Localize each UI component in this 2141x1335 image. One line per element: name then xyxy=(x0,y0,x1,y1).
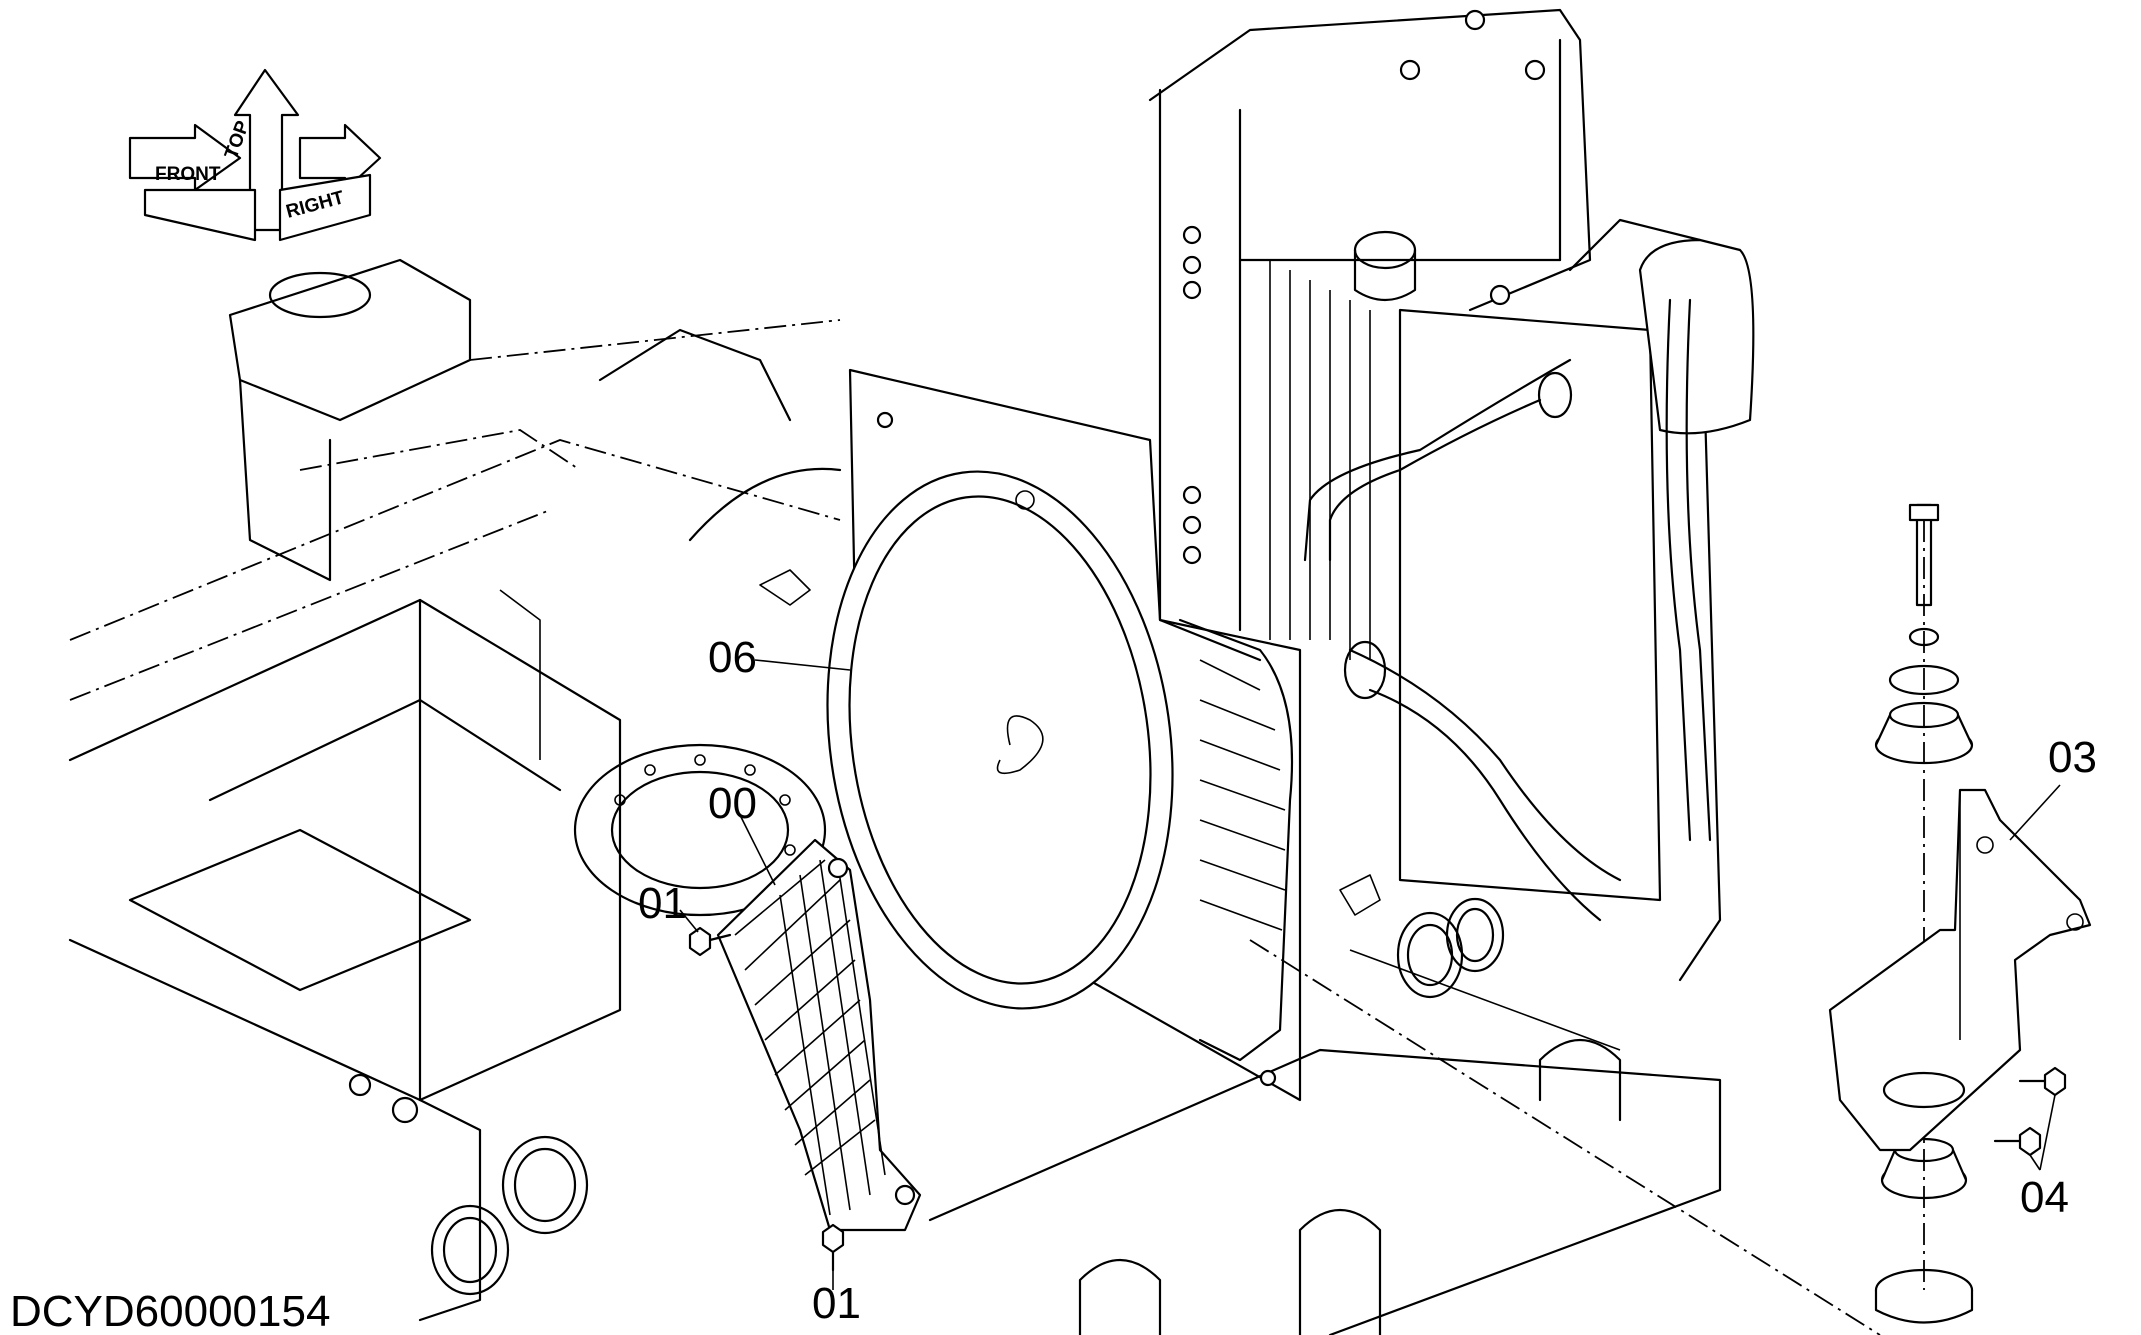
fan-shroud xyxy=(759,368,1381,1102)
bolt-01-lower xyxy=(821,1223,845,1272)
callout-06: 06 xyxy=(708,633,757,682)
drawing-code: DCYD60000154 xyxy=(10,1287,330,1335)
engine-mount-stack xyxy=(1874,503,1974,1324)
mount-bracket xyxy=(1828,788,2092,1152)
orientation-front-label: FRONT xyxy=(155,164,221,185)
callout-04: 04 xyxy=(2020,1173,2069,1222)
counterweight-base xyxy=(928,939,1881,1335)
radiator-assembly xyxy=(1148,8,1755,999)
fan-guard xyxy=(716,838,922,1232)
callout-00: 00 xyxy=(708,779,757,828)
orientation-arrows-icon: FRONT TOP RIGHT xyxy=(128,68,382,242)
front-plate xyxy=(348,1073,589,1322)
bolt-01-upper xyxy=(688,926,732,957)
callout-01-upper: 01 xyxy=(638,879,687,928)
leader-lines xyxy=(679,659,2061,1290)
callout-03: 03 xyxy=(2048,733,2097,782)
bolt-04-lower xyxy=(1993,1126,2042,1157)
bolt-04-upper xyxy=(2018,1066,2067,1097)
callout-01-lower: 01 xyxy=(812,1279,861,1328)
upper-frame xyxy=(68,258,842,1102)
swing-bearing-ring xyxy=(573,743,827,917)
